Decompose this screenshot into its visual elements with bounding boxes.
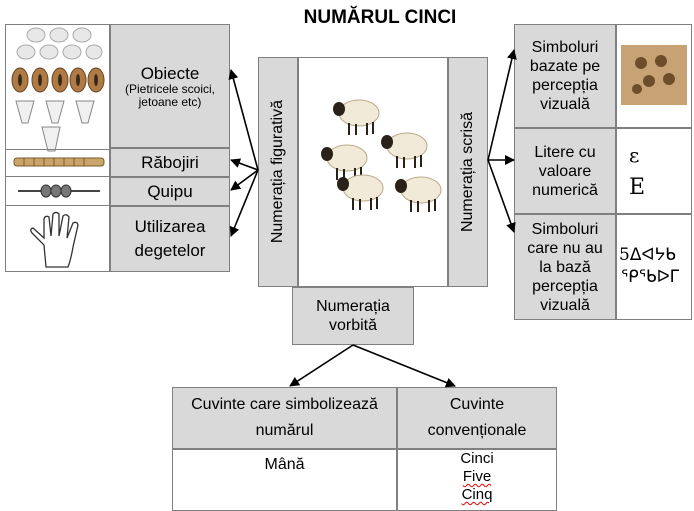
tokens-icon xyxy=(12,97,106,153)
fingers-label: Utilizarea degetelor xyxy=(115,215,225,263)
table-header-conventional: Cuvinte convenționale xyxy=(397,387,557,449)
visual-symbols-box: Simboluri bazate pe percepția vizuală xyxy=(514,24,616,128)
figurative-label: Numerația figurativă xyxy=(269,100,287,243)
written-label: Numerația scrisă xyxy=(459,112,477,232)
arrow-to-fingers xyxy=(231,170,258,236)
spoken-box: Numerația vorbită xyxy=(292,287,414,345)
arrow-to-symbolic xyxy=(290,345,353,386)
symbolic-word: Mână xyxy=(173,450,396,474)
letters-label: Litere cu valoare numerică xyxy=(519,143,611,200)
nonvisual-samples-cell: 5ᐃᐊᔭᑲ ᕿᖃᐅᒥ xyxy=(616,214,692,320)
tally-stick-icon xyxy=(12,154,106,170)
arrow-to-visual xyxy=(488,50,514,160)
arrow-to-rabojiri xyxy=(231,160,258,170)
nonvisual-symbols-label: Simboluri care nu au la bază percepția v… xyxy=(519,220,611,315)
conventional-word: Cinq xyxy=(398,486,556,504)
sheep-picture-box xyxy=(298,57,448,287)
shells-icon xyxy=(10,65,106,95)
visual-symbols-label: Simboluri bazate pe percepția vizuală xyxy=(519,38,611,114)
quipu-knot-icon xyxy=(16,182,102,200)
letter-sample-e: E xyxy=(629,175,645,200)
pebbles-icon xyxy=(14,27,104,63)
left-image-column xyxy=(5,24,110,272)
objects-sublabel: (Pietricele scoici, jetoane etc) xyxy=(115,83,225,109)
table-header-symbolic: Cuvinte care simbolizează numărul xyxy=(172,387,397,449)
objects-label: Obiecte xyxy=(141,64,200,83)
arrow-to-quipu xyxy=(231,170,258,190)
nonvisual-symbols-box: Simboluri care nu au la bază percepția v… xyxy=(514,214,616,320)
letters-box: Litere cu valoare numerică xyxy=(514,128,616,214)
sheep-icon xyxy=(299,58,449,288)
page-title: NUMĂRUL CINCI xyxy=(270,7,490,29)
conventional-word: Five xyxy=(398,468,556,486)
arrow-to-conventional xyxy=(353,345,455,386)
table-cell-symbolic: Mână xyxy=(172,449,397,511)
rabojiri-box: Răbojiri xyxy=(110,148,230,177)
clay-tablet-icon xyxy=(621,45,687,105)
letter-sample-epsilon: ε xyxy=(629,143,639,167)
conventional-word: Cinci xyxy=(398,450,556,468)
fingers-box: Utilizarea degetelor xyxy=(110,206,230,272)
table-header-symbolic-label: Cuvinte care simbolizează numărul xyxy=(177,392,392,444)
arrow-to-objects xyxy=(231,70,258,170)
figurative-box: Numerația figurativă xyxy=(258,57,298,287)
nonvisual-sample-2: ᕿᖃᐅᒥ xyxy=(621,267,679,287)
table-cell-conventional: Cinci Five Cinq xyxy=(397,449,557,511)
quipu-box: Quipu xyxy=(110,177,230,206)
written-box: Numerația scrisă xyxy=(448,57,488,287)
arrow-to-nonvisual xyxy=(488,160,514,232)
clay-tablet-cell xyxy=(616,24,692,128)
nonvisual-sample-1: 5ᐃᐊᔭᑲ xyxy=(619,245,676,265)
objects-box: Obiecte (Pietricele scoici, jetoane etc) xyxy=(110,24,230,148)
hand-icon xyxy=(24,211,94,269)
table-header-conventional-label: Cuvinte convenționale xyxy=(402,392,552,444)
letter-samples-cell: ε E xyxy=(616,128,692,214)
spoken-label: Numerația vorbită xyxy=(298,297,408,335)
